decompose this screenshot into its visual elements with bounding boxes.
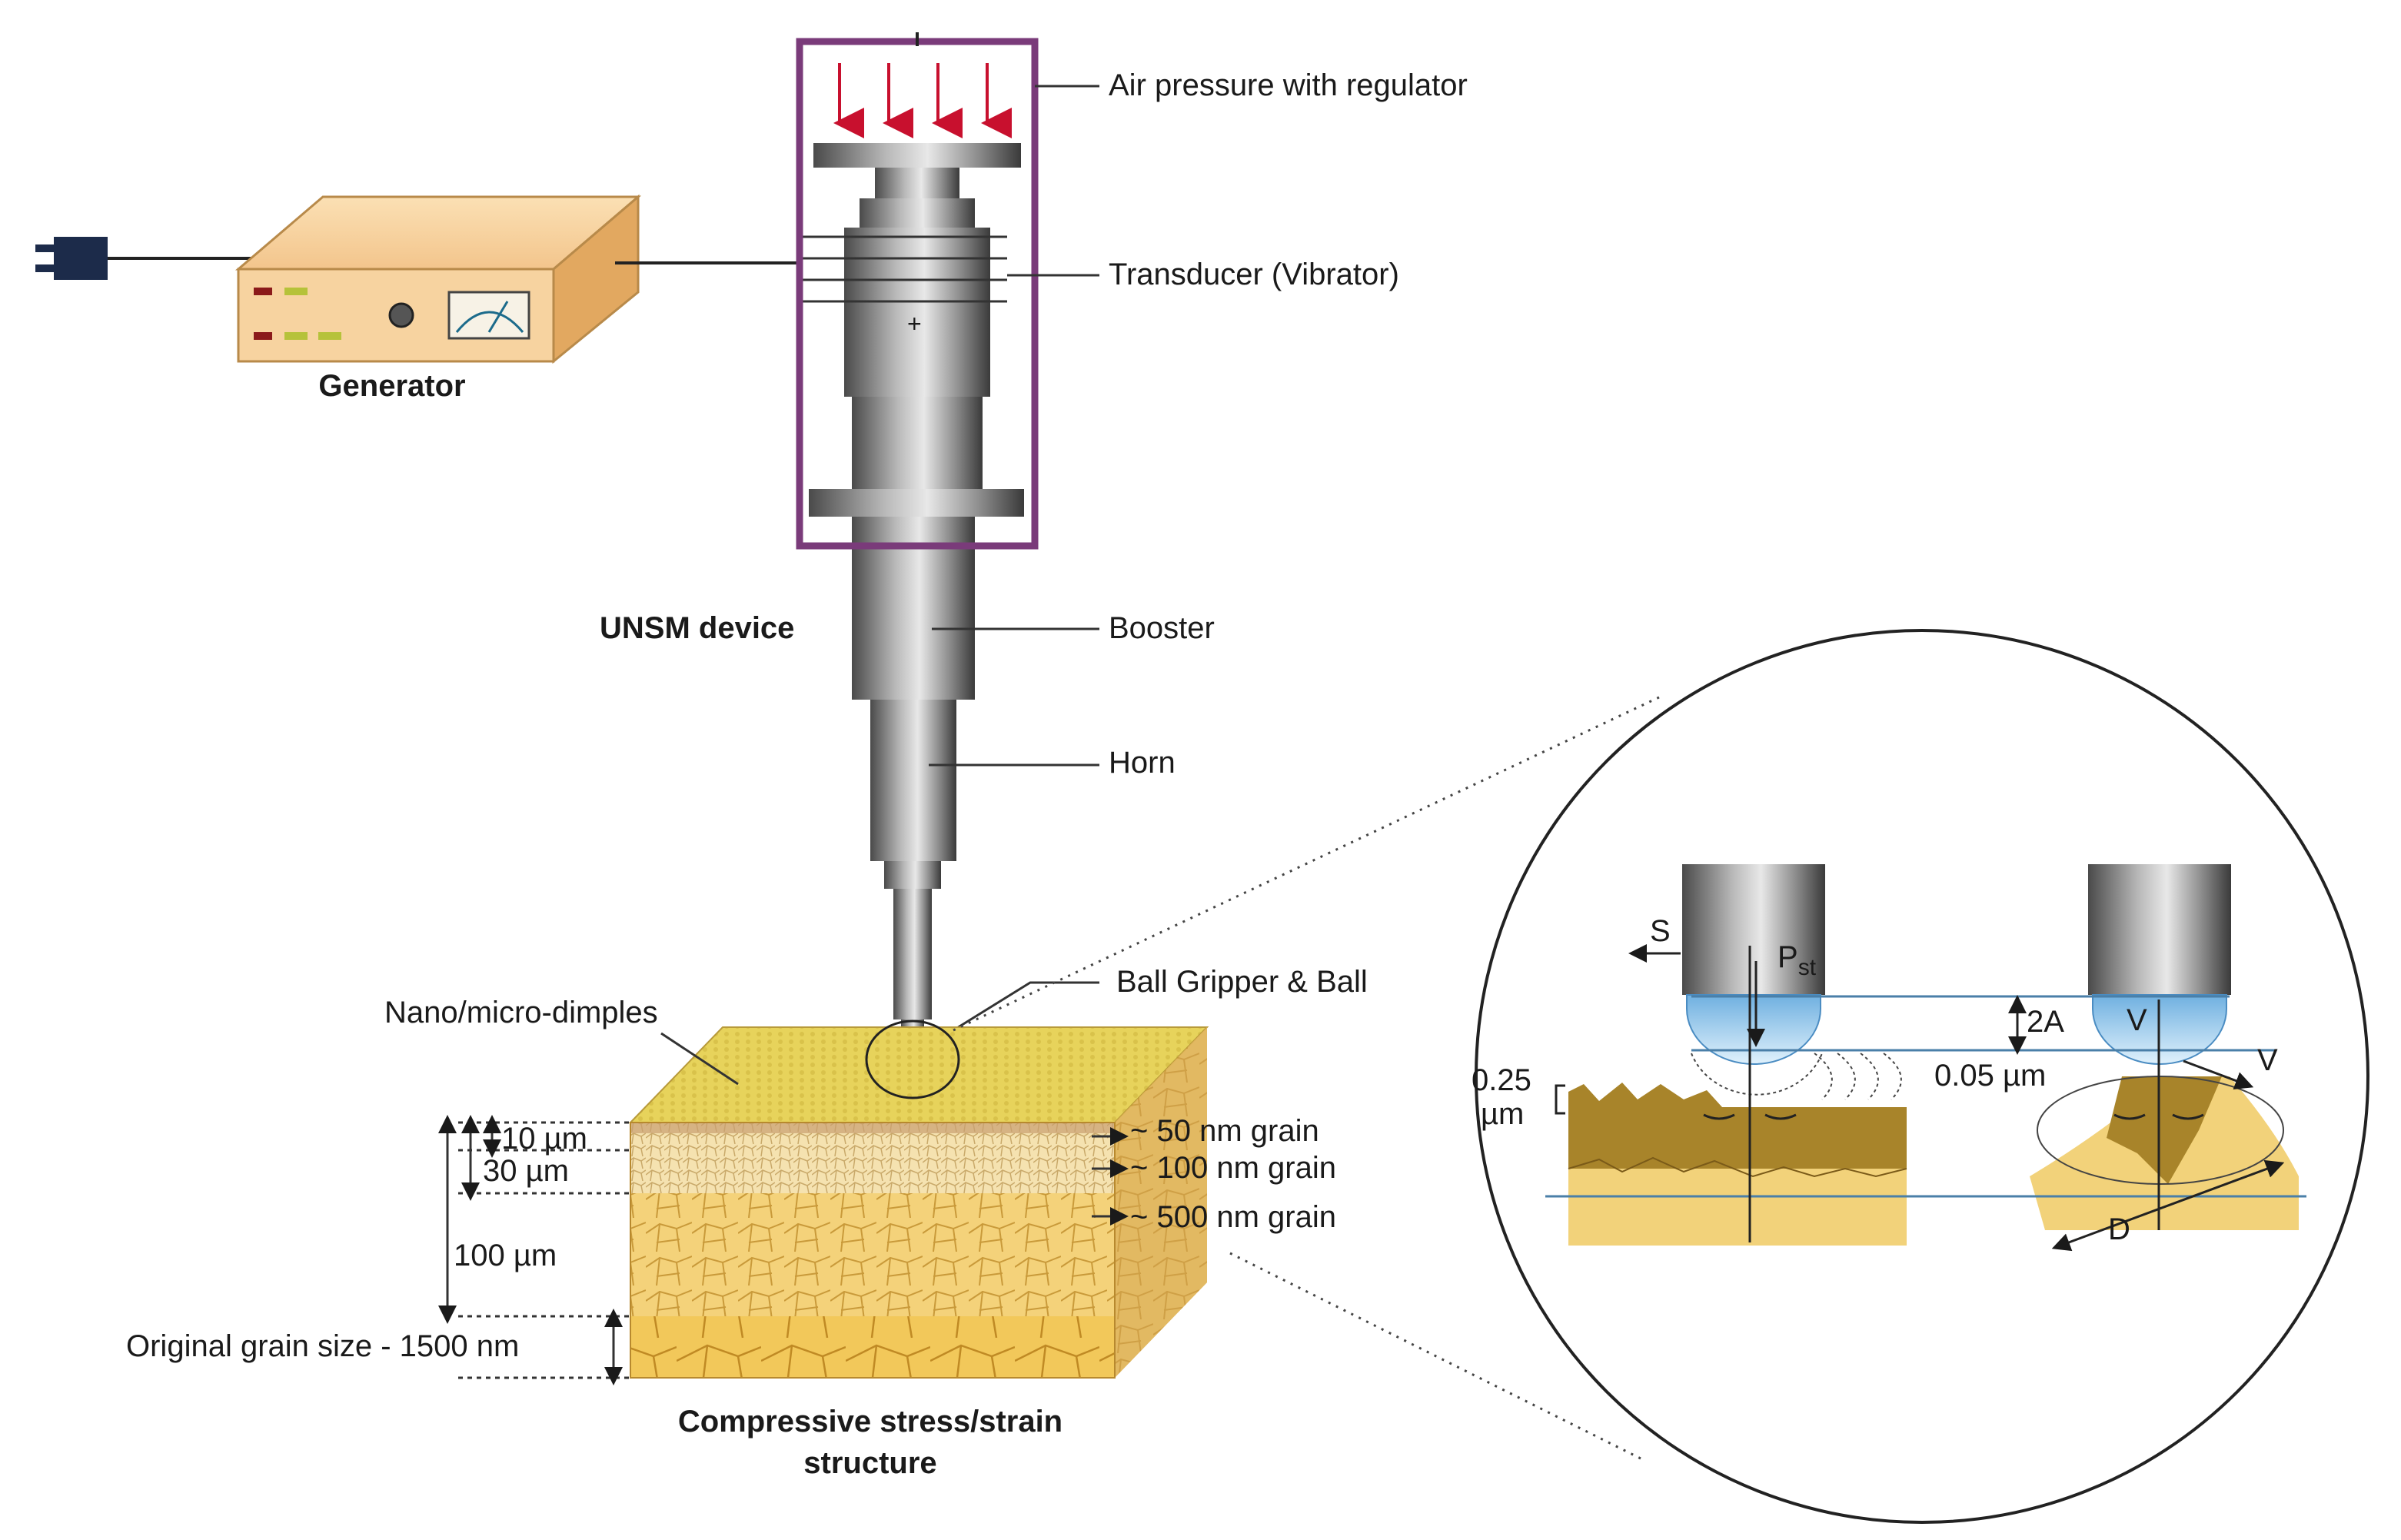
two-a-label: 2A — [2027, 1005, 2064, 1039]
booster-label: Booster — [1109, 611, 1215, 645]
nano-dimples-label: Nano/micro-dimples — [384, 996, 658, 1029]
grain-100-label: ~ 100 nm grain — [1130, 1151, 1336, 1185]
d-label: D — [2108, 1212, 2130, 1246]
unsm-device-label: UNSM device — [600, 611, 794, 645]
power-plug — [35, 237, 261, 280]
v-right-label: V — [2257, 1043, 2278, 1077]
pst-label: Pst — [1777, 940, 1817, 980]
v-left-label: V — [2127, 1003, 2147, 1037]
air-pressure-arrows — [833, 63, 1012, 138]
depth-100-label: 100 µm — [454, 1239, 557, 1272]
amp-025-b: µm — [1481, 1097, 1524, 1131]
amp-005-label: 0.05 µm — [1934, 1059, 2046, 1093]
s-label: S — [1650, 914, 1671, 948]
ball-gripper-label: Ball Gripper & Ball — [1116, 965, 1368, 999]
pst-p: P — [1777, 940, 1798, 974]
depth-30-label: 30 µm — [483, 1154, 569, 1188]
pst-sub: st — [1798, 955, 1817, 980]
air-pressure-label: Air pressure with regulator — [1109, 68, 1468, 102]
depth-10-label: 10 µm — [501, 1122, 587, 1156]
generator-label: Generator — [318, 369, 465, 403]
transducer-label: Transducer (Vibrator) — [1109, 258, 1399, 291]
grain-500-label: ~ 500 nm grain — [1130, 1200, 1336, 1234]
detail-magnifier — [1475, 629, 2369, 1524]
grain-50-label: ~ 50 nm grain — [1130, 1114, 1319, 1148]
material-block — [628, 1019, 1209, 1379]
center-mark: + — [907, 310, 922, 338]
horn-body — [870, 700, 956, 1069]
original-grain-label: Original grain size - 1500 nm — [126, 1329, 519, 1363]
caption-line1: Compressive stress/strain — [678, 1405, 1062, 1439]
transducer-body: + — [800, 143, 1024, 517]
amp-025-a: 0.25 — [1472, 1063, 1531, 1097]
caption-line2: structure — [803, 1446, 936, 1480]
generator-box — [234, 194, 800, 364]
horn-label: Horn — [1109, 746, 1176, 780]
